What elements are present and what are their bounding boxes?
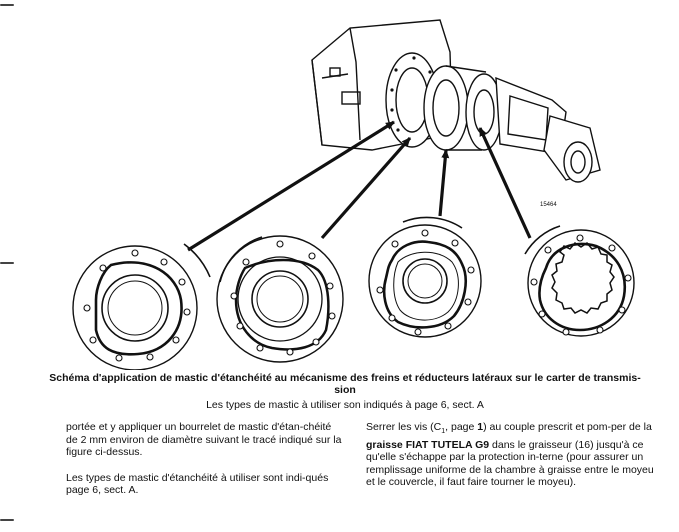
figure-caption: Schéma d'application de mastic d'étanché… [40, 372, 650, 412]
caption-title: Schéma d'application de mastic d'étanché… [49, 372, 641, 396]
arrow-1 [187, 120, 395, 252]
caption-note: Les types de mastic à utiliser son indiq… [206, 399, 484, 411]
binding-mark-top [0, 4, 14, 6]
text-run: Serrer les vis (C [366, 421, 442, 433]
seal-diagram-3 [368, 216, 482, 338]
left-paragraph-1: portée et y appliquer un bourrelet de ma… [66, 421, 342, 459]
right-paragraph-1: Serrer les vis (C1, page 1) au couple pr… [366, 421, 658, 489]
text-run: ) au couple prescrit et pom-per de la [483, 421, 652, 433]
technical-figure: 15464 [72, 19, 635, 370]
arrow-4 [478, 127, 532, 239]
figure-reference-number: 15464 [540, 202, 557, 208]
arrow-2 [320, 136, 412, 240]
text-run: dans le graisseur (16) jusqu'à ce qu'ell… [366, 438, 654, 489]
binding-mark-bottom [0, 519, 14, 521]
arrow-3 [438, 149, 450, 217]
left-paragraph-2: Les types de mastic d'étanchéité à utili… [66, 471, 329, 497]
binding-mark-middle [0, 262, 14, 264]
pointer-arrows [187, 120, 532, 252]
seal-diagram-1 [72, 243, 211, 370]
seal-diagram-4 [524, 225, 635, 337]
subscript-index: 1 [441, 428, 446, 436]
seal-diagram-2 [216, 235, 344, 363]
grease-product-name: graisse FIAT TUTELA G9 [366, 438, 490, 451]
right-text-column: Serrer les vis (C1, page 1) au couple pr… [366, 421, 658, 502]
text-run: , page [445, 421, 478, 433]
left-text-column: portée et y appliquer un bourrelet de ma… [66, 421, 344, 510]
transmission-assembly-drawing [311, 19, 601, 183]
page-number: 1 [477, 421, 484, 433]
